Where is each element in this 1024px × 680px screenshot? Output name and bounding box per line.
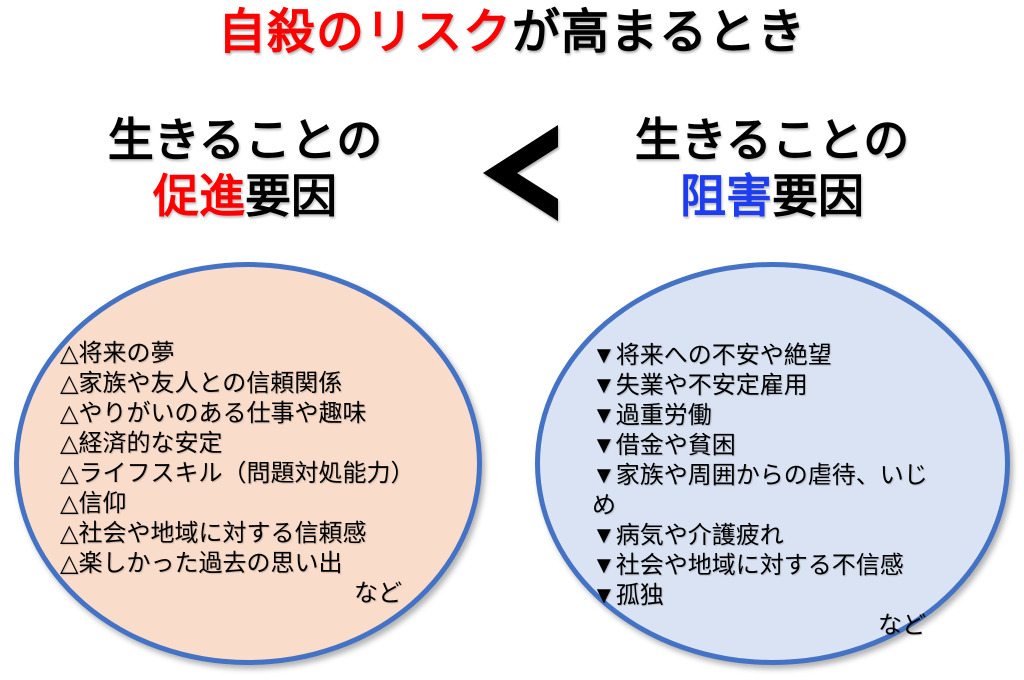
- obstructing-factor-items: ▼将来への不安や絶望 ▼失業や不安定雇用 ▼過重労働 ▼借金や貧困 ▼家族や周囲からの虐…: [592, 341, 930, 611]
- list-item: △家族や友人との信頼関係: [60, 370, 343, 397]
- obstructing-factors-ellipse: [535, 262, 1010, 665]
- left-heading-line1: 生きることの: [107, 114, 383, 166]
- list-item: ▼将来への不安や絶望: [592, 342, 832, 369]
- right-heading-line1: 生きることの: [634, 114, 910, 166]
- promoting-factors-list: △将来の夢 △家族や友人との信頼関係 △やりがいのある仕事や趣味 △経済的な安定 △ライ…: [60, 339, 415, 609]
- list-item: △社会や地域に対する信頼感: [60, 520, 367, 547]
- list-item: △将来の夢: [60, 340, 175, 367]
- list-item: ▼借金や貧困: [592, 432, 736, 459]
- right-heading-suffix: 要因: [772, 170, 864, 222]
- left-heading: 生きることの 促進要因: [35, 112, 455, 224]
- list-item: △信仰: [60, 490, 127, 517]
- list-item: ▼家族や周囲からの虐待、いじめ: [592, 462, 928, 519]
- obstructing-factors-etc: など: [878, 612, 926, 639]
- list-item: ▼社会や地域に対する不信感: [592, 552, 904, 579]
- obstructing-factors-list: ▼将来への不安や絶望 ▼失業や不安定雇用 ▼過重労働 ▼借金や貧困 ▼家族や周囲からの虐…: [592, 341, 930, 641]
- right-heading-highlight: 阻害: [680, 170, 772, 222]
- list-item: △楽しかった過去の思い出: [60, 550, 343, 577]
- title-rest: が高まるとき: [512, 6, 807, 59]
- left-heading-line2: 促進要因: [35, 168, 455, 224]
- right-heading: 生きることの 阻害要因: [562, 112, 982, 224]
- left-heading-suffix: 要因: [245, 170, 337, 222]
- list-item: ▼失業や不安定雇用: [592, 372, 808, 399]
- promoting-factors-etc: など: [354, 580, 402, 607]
- list-item: △ライフスキル（問題対処能力）: [60, 460, 415, 487]
- page-title: 自殺のリスクが高まるとき: [0, 2, 1024, 64]
- promoting-factors-ellipse: [14, 262, 482, 665]
- list-item: △やりがいのある仕事や趣味: [60, 400, 367, 427]
- list-item: ▼病気や介護疲れ: [592, 522, 784, 549]
- list-item: ▼過重労働: [592, 402, 712, 429]
- list-item: ▼孤独: [592, 582, 664, 609]
- title-highlight: 自殺のリスク: [217, 6, 512, 59]
- less-than-symbol: [483, 125, 558, 221]
- promoting-factor-items: △将来の夢 △家族や友人との信頼関係 △やりがいのある仕事や趣味 △経済的な安定 △ライ…: [60, 339, 415, 579]
- list-item: △経済的な安定: [60, 430, 223, 457]
- left-heading-highlight: 促進: [153, 170, 245, 222]
- right-heading-line2: 阻害要因: [562, 168, 982, 224]
